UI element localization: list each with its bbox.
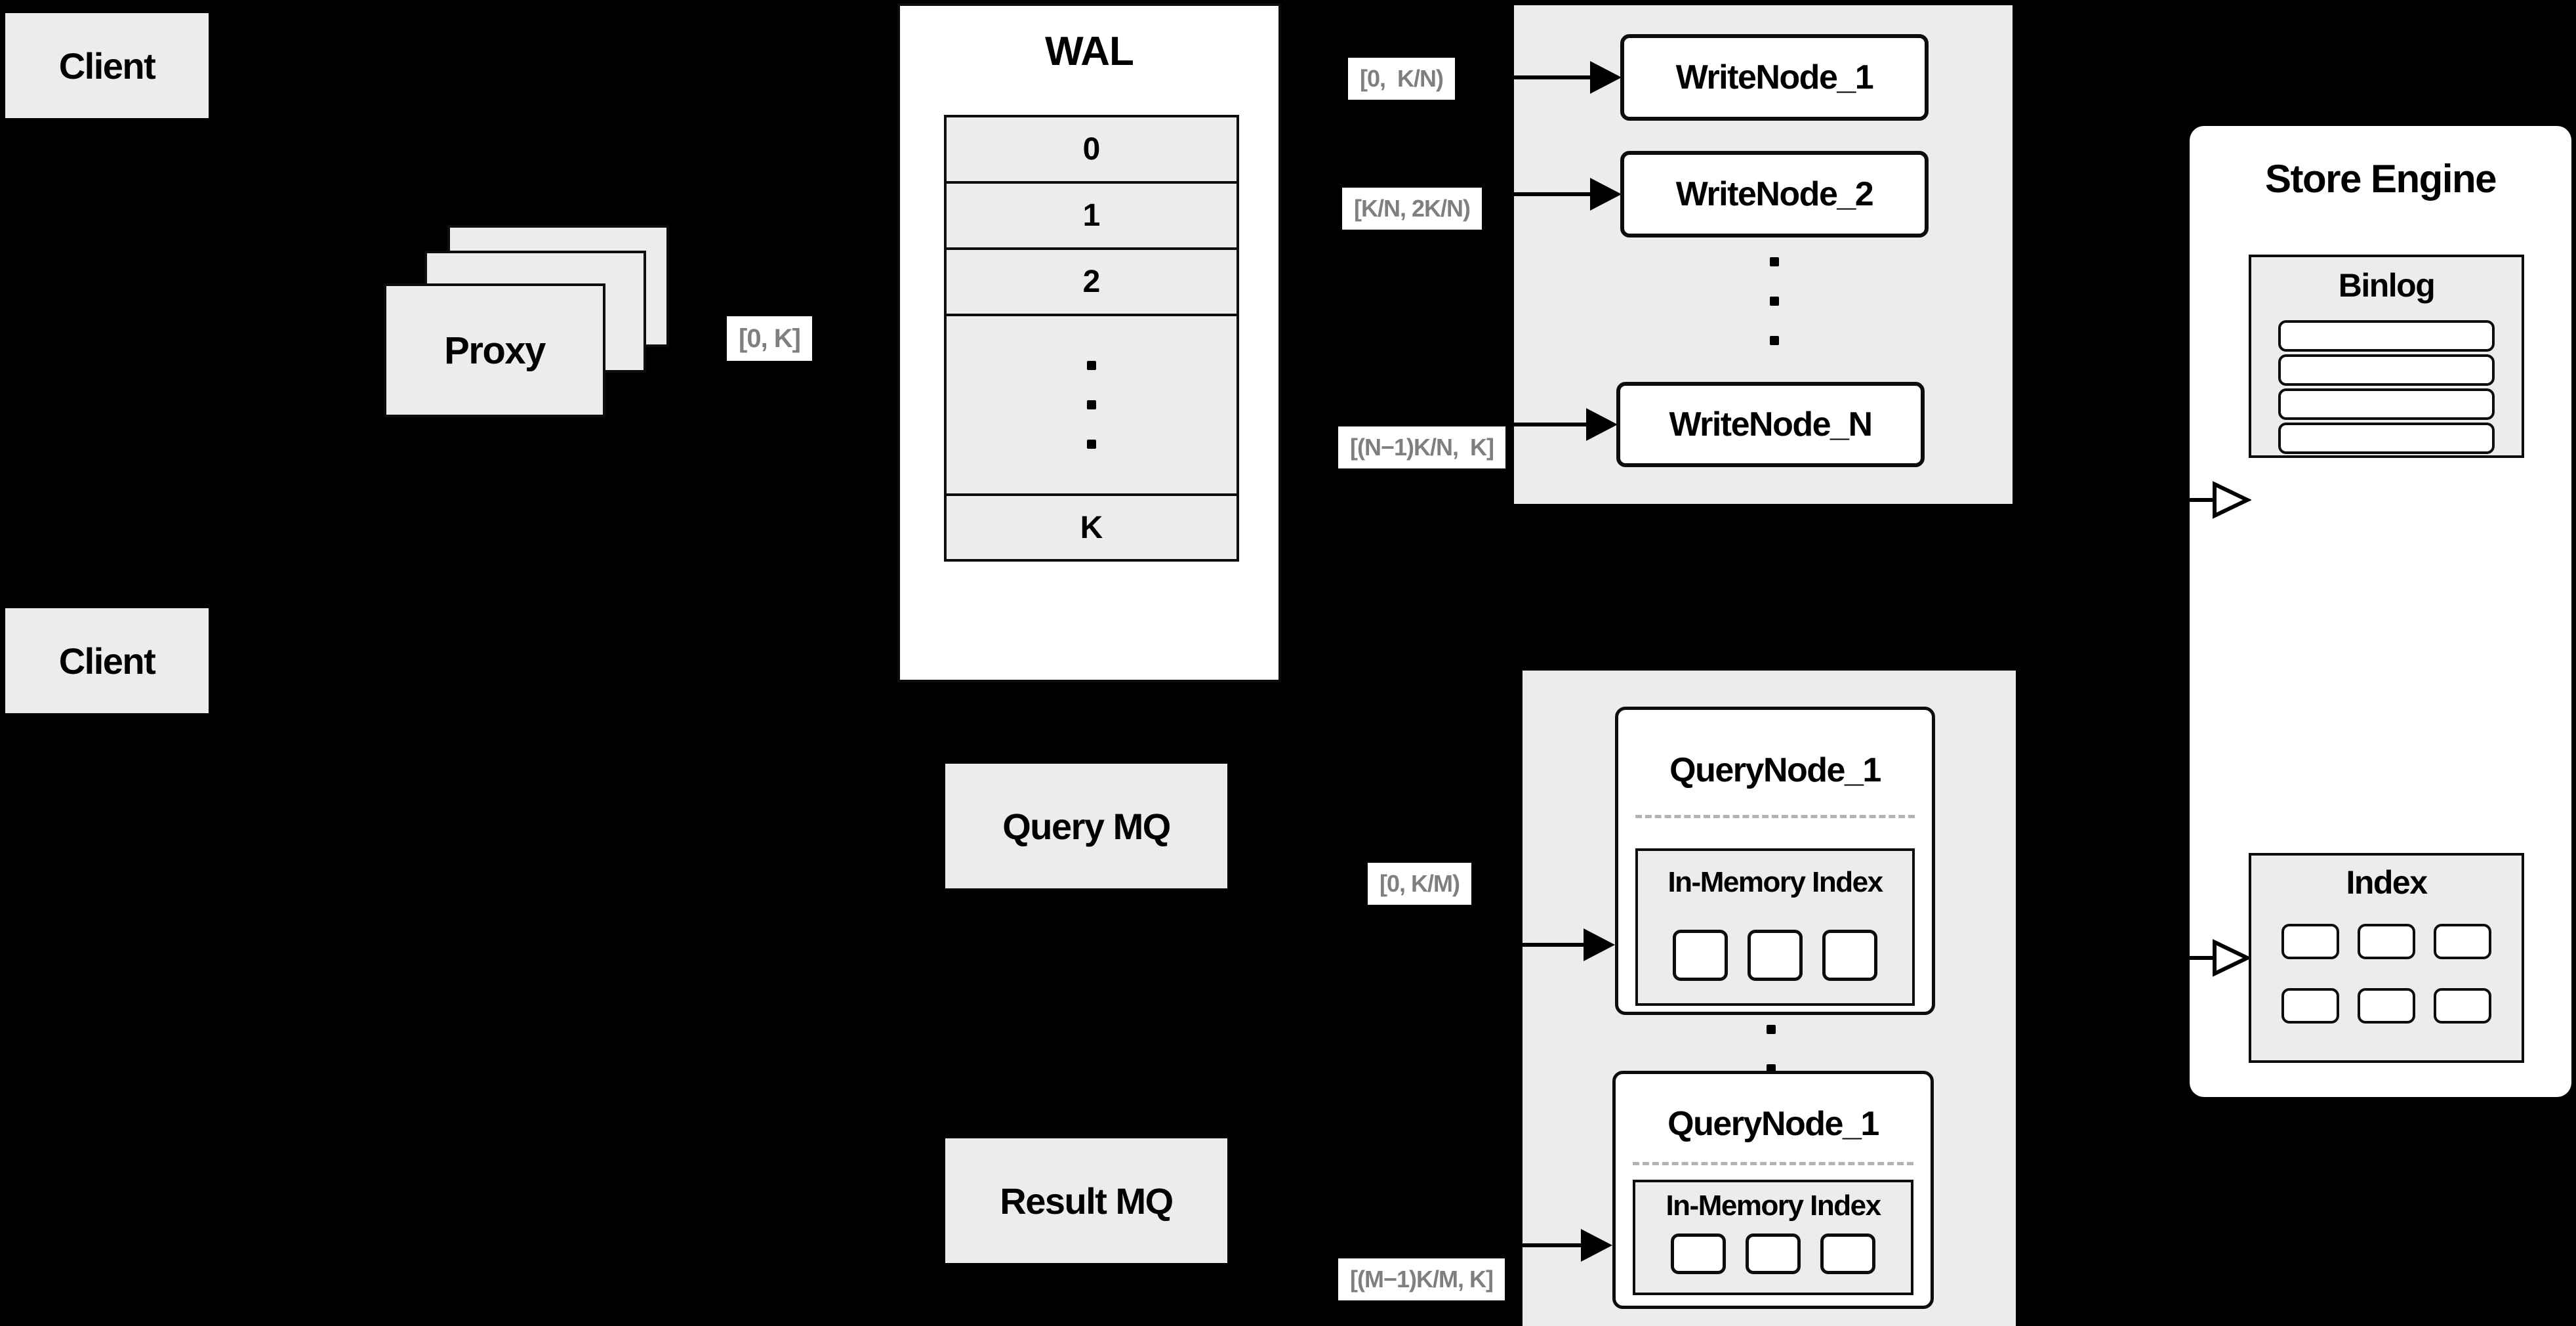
binlog-box: Binlog [2249, 255, 2524, 458]
write-node-1: WriteNode_1 [1620, 34, 1929, 121]
binlog-row [2278, 320, 2495, 352]
client-bottom-box: Client [5, 608, 209, 713]
index-grid [2281, 924, 2491, 1024]
proxy-label: Proxy [444, 329, 546, 372]
arrow-right-icon [1586, 408, 1618, 441]
in-memory-index-title: In-Memory Index [1667, 866, 1883, 898]
open-arrow-right-icon [2188, 939, 2251, 977]
write-range-label-1: [0, K/N) [1348, 58, 1456, 100]
proxy-range-label: [0, K] [727, 316, 812, 361]
index-cell [2434, 988, 2491, 1024]
index-box: Index [2249, 853, 2524, 1063]
proxy-box: Proxy [384, 283, 605, 417]
wal-box: WAL 0 1 2 K [897, 3, 1281, 682]
binlog-row [2278, 388, 2495, 420]
client-bottom-label: Client [58, 640, 156, 682]
wal-title: WAL [1045, 29, 1134, 74]
wal-segment-table: 0 1 2 K [944, 115, 1239, 562]
index-cell [2281, 988, 2339, 1024]
result-mq-box: Result MQ [945, 1138, 1227, 1263]
vertical-ellipsis-icon [1770, 257, 1779, 345]
binlog-row [2278, 423, 2495, 454]
query-node-lower-title: QueryNode_1 [1667, 1105, 1879, 1143]
write-range-label-2: [K/N, 2K/N) [1342, 188, 1482, 230]
store-engine-box: Store Engine Binlog Index [2188, 126, 2571, 1097]
client-top-box: Client [5, 13, 209, 118]
query-node-upper: QueryNode_1 In-Memory Index [1615, 707, 1935, 1015]
dashed-divider [1635, 815, 1915, 818]
index-title: Index [2346, 864, 2428, 901]
arrow-line [1523, 943, 1588, 947]
index-cell [1822, 930, 1877, 981]
write-node-2: WriteNode_2 [1620, 151, 1929, 238]
arrow-line [1514, 75, 1595, 79]
dashed-divider [1633, 1162, 1913, 1165]
index-cell [1748, 930, 1803, 981]
in-memory-index-box: In-Memory Index [1633, 1180, 1913, 1295]
index-cell [2358, 924, 2415, 959]
query-mq-label: Query MQ [1002, 805, 1171, 847]
index-cell [2358, 988, 2415, 1024]
client-top-label: Client [58, 45, 156, 87]
index-cell [1671, 1233, 1726, 1274]
query-range-label-1: [0, K/M) [1368, 863, 1471, 905]
wal-row-k: K [944, 493, 1239, 562]
index-cell [2281, 924, 2339, 959]
arrow-right-icon [1584, 928, 1615, 961]
arrow-line [1514, 192, 1595, 196]
query-node-lower: QueryNode_1 In-Memory Index [1612, 1071, 1934, 1309]
open-arrow-right-icon [2188, 481, 2251, 519]
write-range-label-n: [(N−1)K/N, K] [1338, 426, 1505, 468]
wal-row-2: 2 [944, 247, 1239, 316]
index-cell [2434, 924, 2491, 959]
index-cell [1820, 1233, 1875, 1274]
wal-row-1: 1 [944, 181, 1239, 250]
arrow-right-icon [1581, 1229, 1612, 1262]
wal-row-0: 0 [944, 115, 1239, 184]
store-engine-title: Store Engine [2264, 157, 2497, 201]
query-mq-box: Query MQ [945, 764, 1227, 888]
query-node-group: QueryNode_1 In-Memory Index QueryNode_1 … [1523, 671, 2016, 1326]
in-memory-index-cells [1671, 1233, 1875, 1274]
binlog-title: Binlog [2338, 267, 2436, 304]
vertical-ellipsis-icon [1087, 361, 1096, 449]
in-memory-index-box: In-Memory Index [1635, 848, 1915, 1006]
index-cell [1746, 1233, 1801, 1274]
write-node-group: WriteNode_1 WriteNode_2 WriteNode_N [1514, 5, 2013, 504]
arrow-line [1523, 1243, 1585, 1247]
write-node-n: WriteNode_N [1616, 382, 1925, 467]
arrow-right-icon [1590, 178, 1622, 211]
in-memory-index-cells [1673, 930, 1877, 981]
binlog-rows [2278, 320, 2495, 454]
query-range-label-m: [(M−1)K/M, K] [1338, 1258, 1505, 1300]
query-node-upper-title: QueryNode_1 [1669, 751, 1881, 789]
arrow-line [1514, 423, 1591, 426]
arrow-right-icon [1590, 61, 1622, 94]
wal-row-ellipsis [944, 314, 1239, 496]
result-mq-label: Result MQ [1000, 1180, 1174, 1222]
binlog-row [2278, 354, 2495, 386]
index-cell [1673, 930, 1728, 981]
in-memory-index-title: In-Memory Index [1666, 1190, 1881, 1222]
